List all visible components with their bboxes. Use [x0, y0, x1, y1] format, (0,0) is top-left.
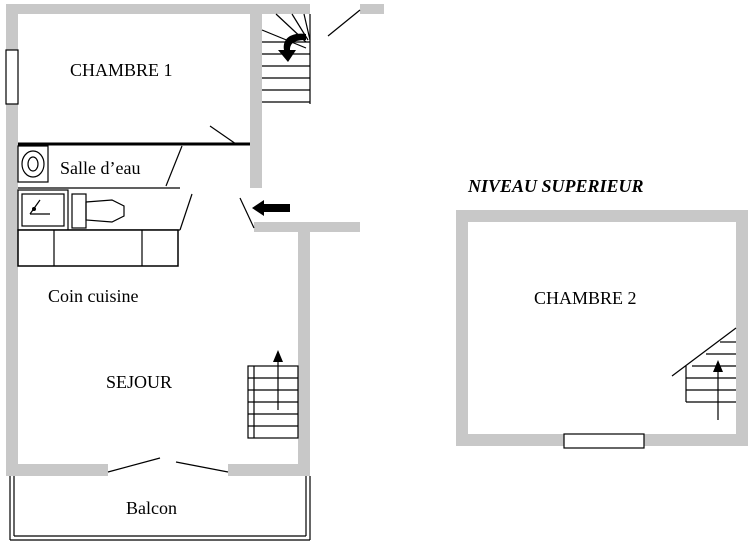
lower-level-walls: [6, 4, 384, 476]
door-chambre-1: [209, 125, 237, 145]
label-coin-cuisine: Coin cuisine: [48, 286, 139, 306]
label-sejour: SEJOUR: [106, 372, 172, 392]
staircase-upper: [261, 9, 361, 104]
staircase-sejour: [247, 350, 299, 439]
stair-up-arrow-upper-icon: [713, 360, 723, 372]
label-balcon: Balcon: [126, 498, 177, 518]
balcony-door-left: [107, 457, 161, 473]
entrance-arrow-icon: [252, 200, 290, 216]
balcony-railing: [9, 476, 311, 541]
label-salle-eau: Salle d’eau: [60, 158, 140, 178]
balcony-door-right: [175, 461, 229, 473]
entrance-door: [239, 197, 255, 229]
window-chambre-1: [5, 49, 19, 105]
curved-arrow-icon: [278, 33, 306, 62]
staircase-chambre-2: [671, 327, 737, 420]
stair-up-arrow-icon: [273, 350, 283, 362]
label-chambre-2: CHAMBRE 2: [534, 288, 637, 308]
upper-level-walls: [456, 210, 748, 446]
label-niveau-superieur: NIVEAU SUPERIEUR: [467, 176, 644, 196]
window-chambre-2: [563, 433, 645, 449]
label-chambre-1: CHAMBRE 1: [70, 60, 173, 80]
kitchen-counter: [17, 229, 179, 267]
